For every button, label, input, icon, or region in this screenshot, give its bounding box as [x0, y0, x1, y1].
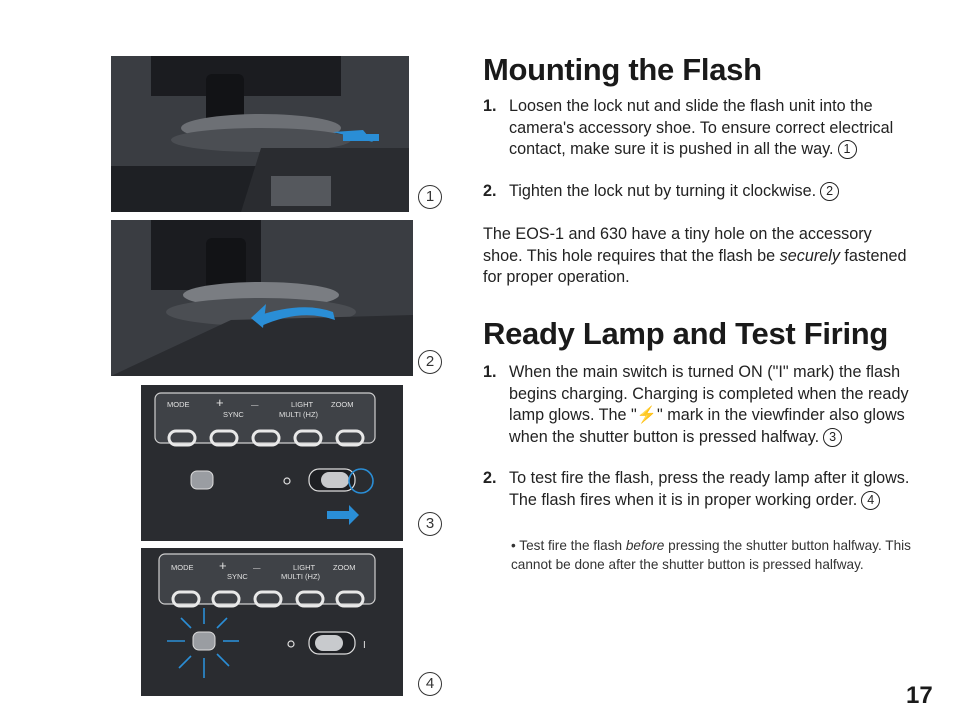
multi-hz-label-2: MULTI (HZ)	[281, 572, 321, 581]
mode-label: MODE	[167, 400, 190, 409]
test-fire-note-text-end: pressing the shutter button halfway. Thi…	[511, 538, 911, 573]
sync-label: SYNC	[223, 410, 244, 419]
minus-label: —	[251, 400, 259, 409]
ready-step-2-text: To test fire the flash, press the ready …	[509, 469, 910, 509]
ready-step-1-text: When the main switch is turned ON ("I" m…	[509, 363, 909, 446]
test-fire-note-emphasis: before	[625, 538, 665, 553]
mount-step-2-figure-ref: 2	[820, 182, 840, 201]
mount-step-2-text: Tighten the lock nut by turning it clock…	[509, 182, 817, 200]
switch-on-mark: I	[363, 640, 366, 651]
multi-hz-label: MULTI (HZ)	[279, 410, 319, 419]
heading-mounting-flash: Mounting the Flash	[483, 52, 762, 87]
light-label-2: LIGHT	[293, 563, 316, 572]
plus-label-2: +	[219, 558, 227, 573]
light-label: LIGHT	[291, 400, 314, 409]
mount-step-1-text: Loosen the lock nut and slide the flash …	[509, 97, 894, 159]
photo-mounting-flash	[111, 56, 409, 212]
figure-number-1: 1	[418, 185, 442, 209]
figure-number-4: 4	[418, 672, 442, 696]
ready-step-2: 2. To test fire the flash, press the rea…	[483, 468, 911, 511]
mount-step-2: 2. Tighten the lock nut by turning it cl…	[483, 181, 911, 203]
mount-step-1: 1. Loosen the lock nut and slide the fla…	[483, 96, 911, 161]
test-fire-bullet-note: • Test fire the flash before pressing th…	[511, 536, 911, 574]
ready-step-1-figure-ref: 3	[823, 427, 843, 447]
ready-step-2-number: 2.	[483, 469, 497, 487]
accessory-shoe-note-text-end: fastened for proper operation.	[483, 246, 907, 287]
mount-step-2-number: 2.	[483, 182, 497, 200]
page-number: 17	[906, 682, 933, 709]
minus-label-2: —	[253, 563, 261, 572]
photo-main-switch-on: MODE + — SYNC LIGHT ZOOM MULTI (HZ)	[111, 385, 407, 541]
mount-step-1-number: 1.	[483, 97, 497, 115]
test-fire-note-text: • Test fire the flash	[511, 538, 626, 553]
heading-ready-lamp: Ready Lamp and Test Firing	[483, 316, 889, 351]
photo-test-firing: MODE + — SYNC LIGHT ZOOM MULTI (HZ) I	[111, 548, 407, 696]
ready-step-2-figure-ref: 4	[861, 490, 881, 510]
mode-label-2: MODE	[171, 563, 194, 572]
ready-step-1: 1. When the main switch is turned ON ("I…	[483, 362, 911, 448]
mount-step-1-figure-ref: 1	[837, 140, 857, 160]
zoom-label: ZOOM	[331, 400, 354, 409]
zoom-label-2: ZOOM	[333, 563, 356, 572]
sync-label-2: SYNC	[227, 572, 248, 581]
figure-number-3: 3	[418, 512, 442, 536]
ready-step-1-number: 1.	[483, 363, 497, 381]
plus-label: +	[216, 395, 224, 410]
accessory-shoe-note-text: The EOS-1 and 630 have a tiny hole on th…	[483, 225, 872, 265]
figure-number-2: 2	[418, 350, 442, 374]
accessory-shoe-note: The EOS-1 and 630 have a tiny hole on th…	[483, 224, 911, 289]
accessory-shoe-note-emphasis: securely	[779, 246, 840, 265]
photo-tightening-lock-nut	[111, 220, 413, 376]
